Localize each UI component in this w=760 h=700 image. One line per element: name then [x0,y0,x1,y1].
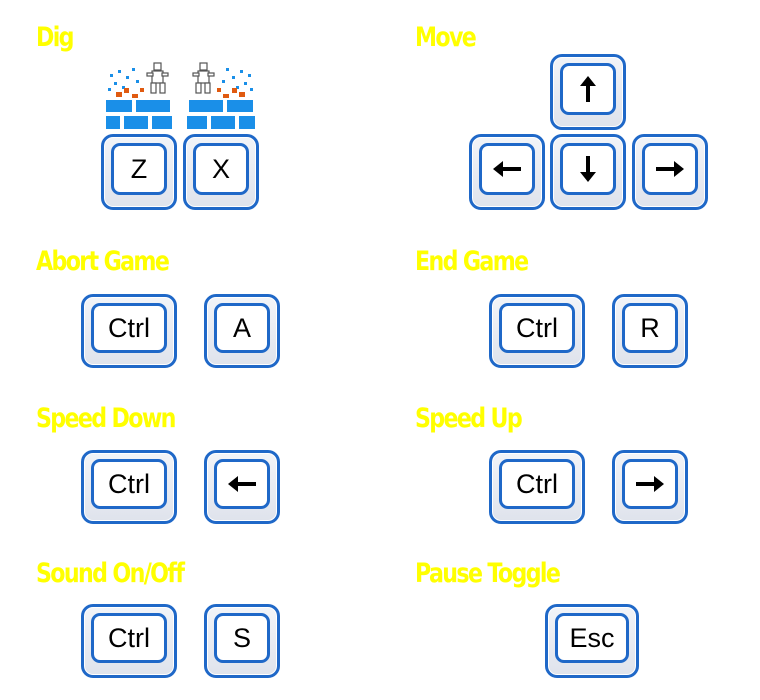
x-key[interactable]: X [183,134,259,210]
right-arrow-key[interactable] [632,134,708,210]
r-key-label: R [622,303,678,353]
end-ctrl-key[interactable]: Ctrl [489,294,585,368]
speed-up-title: Speed Up [415,403,523,434]
a-key[interactable]: A [204,294,280,368]
runner-digging-right-icon [187,62,255,129]
left-arrow-key[interactable] [469,134,545,210]
ctrl-key-label: Ctrl [91,613,167,663]
esc-key[interactable]: Esc [545,604,639,678]
ctrl-key-label: Ctrl [499,303,575,353]
end-game-title: End Game [415,246,529,277]
pause-toggle-title: Pause Toggle [415,558,561,589]
up-arrow-key[interactable] [550,54,626,130]
speed-down-title: Speed Down [36,403,176,434]
r-key[interactable]: R [612,294,688,368]
z-key[interactable]: Z [101,134,177,210]
left-arrow-icon [228,476,256,492]
right-arrow-icon [636,476,664,492]
left-arrow-icon [493,161,521,177]
esc-key-label: Esc [555,613,629,663]
z-key-label: Z [111,143,167,195]
speed-up-right-arrow-key[interactable] [612,450,688,524]
sound-title: Sound On/Off [36,558,185,589]
speed-down-ctrl-key[interactable]: Ctrl [81,450,177,524]
abort-game-title: Abort Game [36,246,170,277]
abort-ctrl-key[interactable]: Ctrl [81,294,177,368]
down-arrow-key[interactable] [550,134,626,210]
x-key-label: X [193,143,249,195]
a-key-label: A [214,303,270,353]
down-arrow-icon [580,156,596,182]
right-arrow-icon [656,161,684,177]
sound-ctrl-key[interactable]: Ctrl [81,604,177,678]
speed-down-left-arrow-key[interactable] [204,450,280,524]
dig-title: Dig [36,22,75,53]
ctrl-key-label: Ctrl [91,303,167,353]
ctrl-key-label: Ctrl [499,459,575,509]
s-key-label: S [214,613,270,663]
speed-up-ctrl-key[interactable]: Ctrl [489,450,585,524]
up-arrow-icon [580,76,596,102]
runner-digging-left-icon [106,62,172,129]
s-key[interactable]: S [204,604,280,678]
move-title: Move [415,22,477,53]
ctrl-key-label: Ctrl [91,459,167,509]
